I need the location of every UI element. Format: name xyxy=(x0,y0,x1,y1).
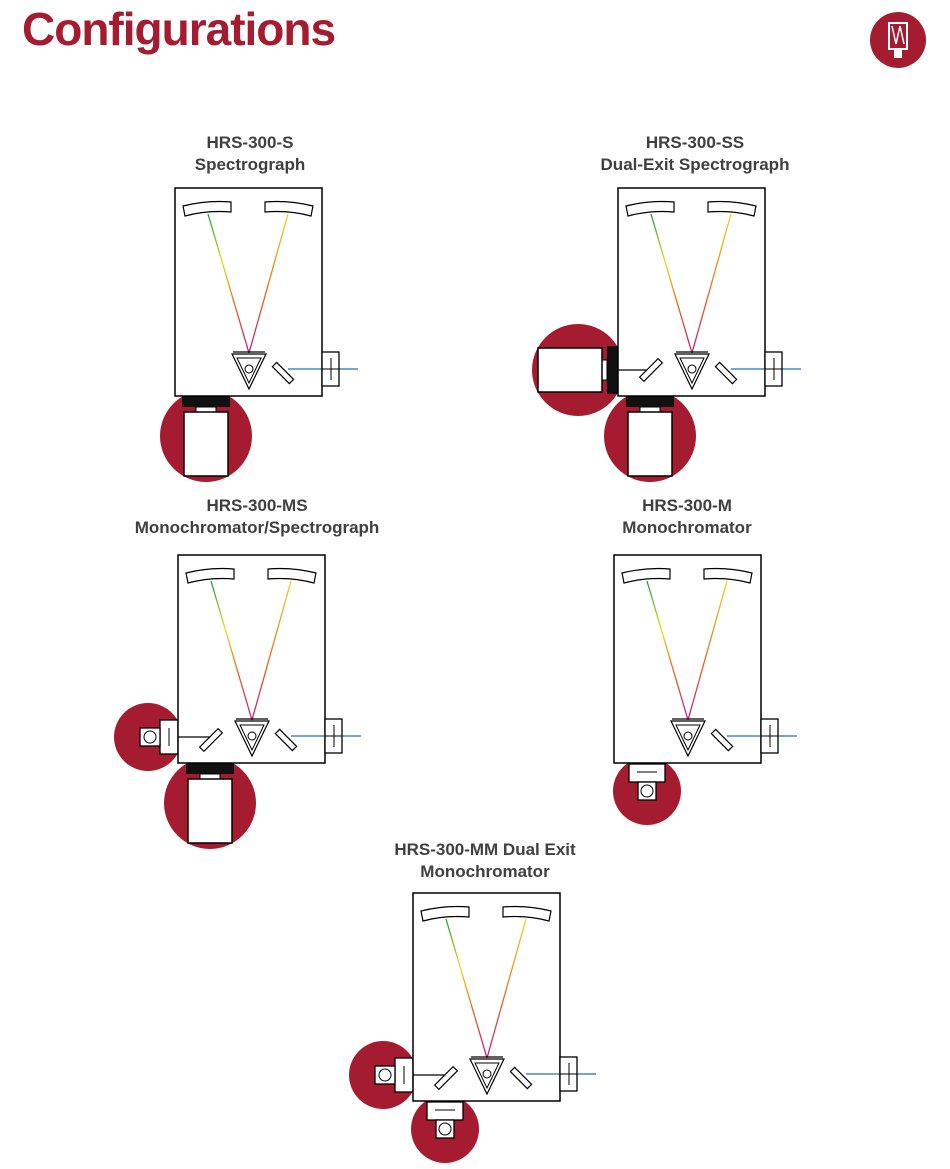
config-hrs-300-mm: HRS-300-MM Dual Exit Monochromator xyxy=(348,840,597,1164)
single-point-detector-icon xyxy=(410,1094,480,1164)
single-point-detector-icon xyxy=(612,756,682,826)
single-point-detector-side-icon xyxy=(113,702,183,772)
config-title-line1: HRS-300-S xyxy=(207,133,294,152)
spectrometer-housing xyxy=(177,554,362,764)
ccd-camera-icon xyxy=(163,756,257,850)
page-title: Configurations xyxy=(22,3,336,55)
config-hrs-300-ms: HRS-300-MS Monochromator/Spectrograph xyxy=(113,496,380,850)
config-title-line2: Dual-Exit Spectrograph xyxy=(601,155,790,174)
config-title-line2: Spectrograph xyxy=(195,155,306,174)
spectrometer-housing xyxy=(412,892,597,1102)
config-hrs-300-ss: HRS-300-SS Dual-Exit Spectrograph xyxy=(531,133,802,483)
config-hrs-300-s: HRS-300-S Spectrograph xyxy=(159,133,359,483)
spectrometer-housing xyxy=(617,187,802,397)
config-title-line2: Monochromator xyxy=(420,862,550,881)
spectrometer-logo-icon xyxy=(870,12,926,68)
config-title-line2: Monochromator/Spectrograph xyxy=(135,518,380,537)
config-hrs-300-m: HRS-300-M Monochromator xyxy=(612,496,798,826)
config-title-line1: HRS-300-MS xyxy=(206,496,307,515)
ccd-camera-icon xyxy=(159,389,253,483)
config-title-line1: HRS-300-MM Dual Exit xyxy=(394,840,576,859)
ccd-camera-side-icon xyxy=(531,323,625,417)
spectrometer-housing xyxy=(613,554,798,764)
config-title-line1: HRS-300-SS xyxy=(646,133,744,152)
single-point-detector-side-icon xyxy=(348,1040,418,1110)
config-title-line1: HRS-300-M xyxy=(642,496,732,515)
spectrometer-housing xyxy=(174,187,359,397)
config-title-line2: Monochromator xyxy=(622,518,752,537)
ccd-camera-icon xyxy=(603,389,697,483)
